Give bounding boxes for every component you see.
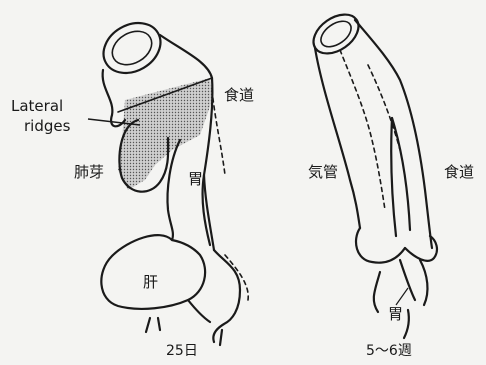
left-foregut-drawing <box>95 13 249 345</box>
trachea-label: 気管 <box>308 165 338 180</box>
right-esophagus-label: 食道 <box>444 165 474 180</box>
liver-outline <box>101 235 205 309</box>
lateral-ridges-label-line2: ridges <box>24 119 70 134</box>
left-tube-opening <box>95 13 170 83</box>
right-caption: 5～6週 <box>366 344 412 358</box>
left-stomach-label: 胃 <box>188 172 203 187</box>
lateral-ridges-label-line1: Lateral <box>11 99 63 114</box>
liver-label: 肝 <box>143 275 158 290</box>
right-stomach-label: 胃 <box>388 307 403 322</box>
lung-bud-label: 肺芽 <box>74 165 104 180</box>
left-esophagus-label: 食道 <box>224 88 254 103</box>
right-stomach-pointer <box>396 288 408 305</box>
left-caption: 25日 <box>166 344 198 358</box>
